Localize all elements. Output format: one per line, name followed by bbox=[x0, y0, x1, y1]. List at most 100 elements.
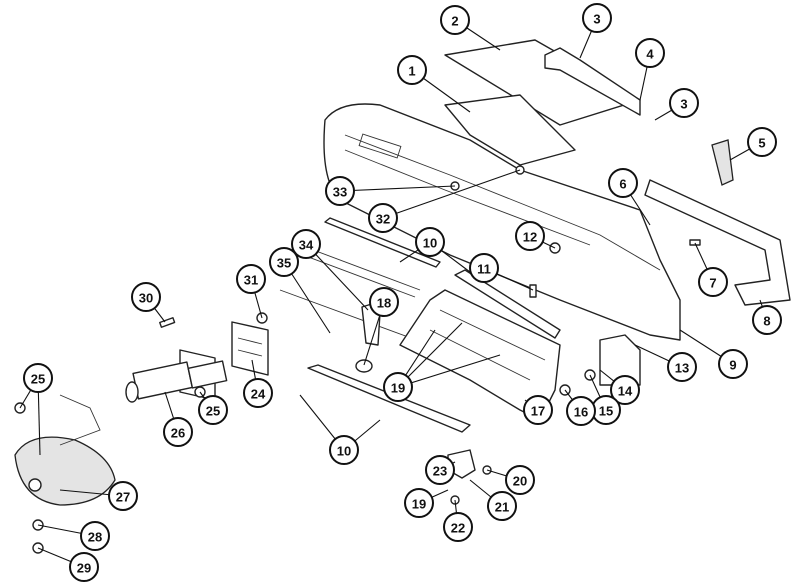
callout-number: 20 bbox=[513, 474, 527, 489]
callout-10: 10 bbox=[329, 435, 359, 465]
callout-number: 10 bbox=[423, 236, 437, 251]
callout-circle bbox=[752, 305, 782, 335]
callout-21: 21 bbox=[487, 491, 517, 521]
callout-number: 32 bbox=[376, 212, 390, 227]
callout-number: 8 bbox=[763, 314, 770, 329]
part-bumper-left bbox=[323, 103, 681, 341]
callout-number: 9 bbox=[729, 358, 736, 373]
callout-circle bbox=[669, 88, 699, 118]
leader-line bbox=[397, 322, 463, 388]
callout-circle bbox=[23, 363, 53, 393]
part-bracket-top bbox=[544, 47, 641, 116]
callout-number: 5 bbox=[758, 136, 765, 151]
callout-number: 11 bbox=[477, 262, 491, 277]
callout-circle bbox=[368, 203, 398, 233]
callout-6: 6 bbox=[608, 168, 638, 198]
part-mount-plate bbox=[231, 321, 269, 376]
callout-circle bbox=[505, 465, 535, 495]
callout-circle bbox=[291, 229, 321, 259]
callout-13: 13 bbox=[667, 352, 697, 382]
callout-circle bbox=[329, 435, 359, 465]
callout-number: 25 bbox=[206, 404, 220, 419]
callout-number: 15 bbox=[599, 404, 613, 419]
callout-23: 23 bbox=[425, 455, 455, 485]
callout-26: 26 bbox=[163, 417, 193, 447]
callout-19: 19 bbox=[404, 488, 434, 518]
callout-29: 29 bbox=[69, 552, 99, 582]
callout-circle bbox=[523, 395, 553, 425]
callout-14: 14 bbox=[610, 375, 640, 405]
callout-number: 34 bbox=[299, 238, 314, 253]
callout-circle bbox=[404, 488, 434, 518]
callout-number: 4 bbox=[646, 47, 654, 62]
callout-number: 19 bbox=[412, 497, 426, 512]
part-strip-plate bbox=[454, 269, 561, 339]
callout-number: 3 bbox=[593, 12, 600, 27]
callout-circle bbox=[718, 349, 748, 379]
callout-20: 20 bbox=[505, 465, 535, 495]
callout-3: 3 bbox=[669, 88, 699, 118]
callout-circle bbox=[163, 417, 193, 447]
callout-number: 26 bbox=[171, 426, 185, 441]
part-guard-strip bbox=[711, 139, 734, 186]
leader-line bbox=[382, 169, 521, 219]
leader-line bbox=[305, 243, 369, 311]
callout-number: 2 bbox=[451, 14, 458, 29]
leader-line bbox=[339, 185, 456, 192]
callout-number: 7 bbox=[709, 276, 716, 291]
callout-circle bbox=[610, 375, 640, 405]
callout-10: 10 bbox=[415, 227, 445, 257]
callout-22: 22 bbox=[443, 512, 473, 542]
callout-circle bbox=[443, 512, 473, 542]
callout-9: 9 bbox=[718, 349, 748, 379]
callout-number: 16 bbox=[574, 405, 588, 420]
callout-33: 33 bbox=[325, 176, 355, 206]
part-bumper-right-end bbox=[644, 179, 791, 306]
part-inner-plate bbox=[444, 94, 576, 166]
parts-drawing bbox=[14, 39, 791, 554]
callout-number: 25 bbox=[31, 372, 45, 387]
callout-circle bbox=[325, 176, 355, 206]
callout-circle bbox=[383, 372, 413, 402]
part-frame-bracket bbox=[14, 436, 116, 506]
callout-4: 4 bbox=[635, 38, 665, 68]
callout-24: 24 bbox=[243, 378, 273, 408]
callout-7: 7 bbox=[698, 267, 728, 297]
callout-28: 28 bbox=[80, 521, 110, 551]
callout-number: 31 bbox=[244, 273, 258, 288]
callout-circle bbox=[236, 264, 266, 294]
callout-number: 29 bbox=[77, 561, 91, 576]
callout-11: 11 bbox=[469, 253, 499, 283]
callout-18: 18 bbox=[369, 287, 399, 317]
callout-circle bbox=[69, 552, 99, 582]
callout-17: 17 bbox=[523, 395, 553, 425]
callout-circle bbox=[108, 481, 138, 511]
callout-circle bbox=[667, 352, 697, 382]
callout-number: 3 bbox=[680, 97, 687, 112]
callout-34: 34 bbox=[291, 229, 321, 259]
callout-circle bbox=[80, 521, 110, 551]
callout-25: 25 bbox=[23, 363, 53, 393]
callout-16: 16 bbox=[566, 396, 596, 426]
callout-number: 18 bbox=[377, 296, 391, 311]
callout-32: 32 bbox=[368, 203, 398, 233]
callout-circle bbox=[198, 395, 228, 425]
callout-30: 30 bbox=[131, 282, 161, 312]
callout-circle bbox=[566, 396, 596, 426]
callout-15: 15 bbox=[591, 395, 621, 425]
callout-number: 19 bbox=[391, 381, 405, 396]
callout-number: 24 bbox=[251, 387, 266, 402]
callout-number: 35 bbox=[277, 256, 291, 271]
callout-19: 19 bbox=[383, 372, 413, 402]
leader-line bbox=[397, 354, 501, 388]
callout-2: 2 bbox=[440, 5, 470, 35]
callout-8: 8 bbox=[752, 305, 782, 335]
callout-number: 23 bbox=[433, 464, 447, 479]
callout-circle bbox=[131, 282, 161, 312]
callout-3: 3 bbox=[582, 3, 612, 33]
callout-number: 33 bbox=[333, 185, 347, 200]
callout-number: 30 bbox=[139, 291, 153, 306]
callout-number: 14 bbox=[618, 384, 633, 399]
callout-number: 27 bbox=[116, 490, 130, 505]
